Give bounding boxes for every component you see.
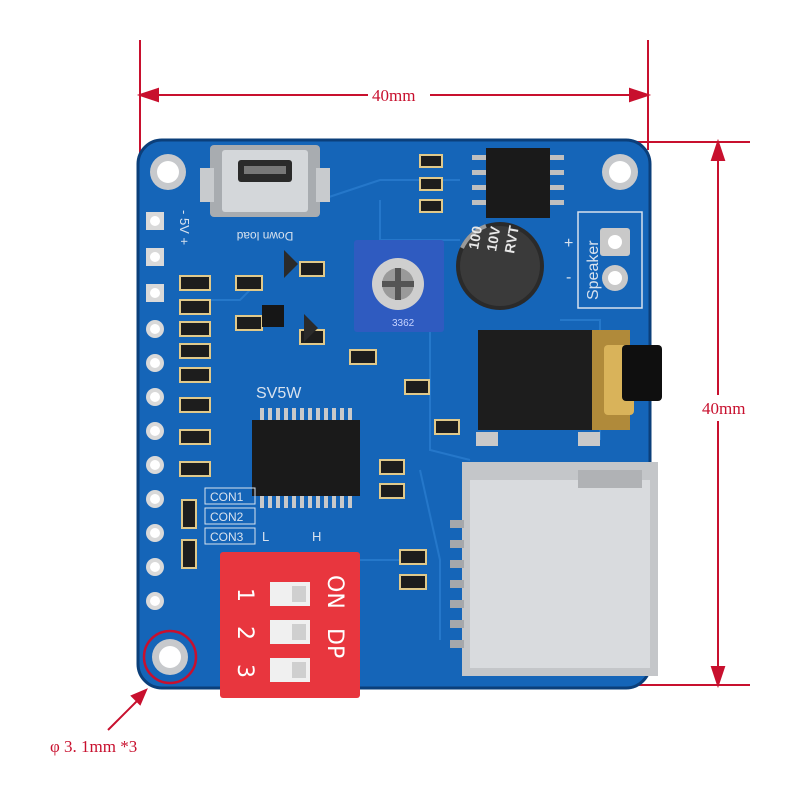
capacitor [456,222,544,310]
main-chip [252,408,360,508]
dip-on-label: ON [322,575,347,609]
transistors [262,250,318,342]
capacitor-label-line3: RVT [501,224,522,255]
dip-dp-label: DP [322,628,347,658]
capacitor-label-line1: 100 [465,225,485,251]
smd-resistors [179,154,460,590]
usb-label: Down load [237,229,294,243]
con2-label: CON2 [210,510,244,524]
height-dimension-label: 40mm [702,399,745,418]
dip-number-1: 1 [232,588,257,602]
speaker-terminal [577,211,643,309]
level-high-label: H [312,529,321,544]
potentiometer [354,240,444,332]
con3-label: CON3 [210,530,244,544]
speaker-minus-label: - [566,269,571,286]
dip-number-3: 3 [232,664,257,678]
hole-callout [107,688,148,731]
con1-label: CON1 [210,490,244,504]
dip-switch [220,552,360,698]
sd-card-slot [450,462,658,676]
speaker-label: Speaker [585,240,602,300]
audio-jack [476,330,662,446]
mounting-hole-top-left [150,154,186,190]
capacitor-label-line2: 10V [483,225,503,253]
con-labels: CON1 CON2 CON3 [204,487,256,545]
dip-number-2: 2 [232,626,257,640]
hole-diameter-label: φ 3. 1mm *3 [50,737,137,756]
usb-connector [200,145,330,217]
level-low-label: L [262,529,269,544]
potentiometer-code: 3362 [392,318,415,329]
power-pins-label: - 5V + [177,210,192,245]
mounting-hole-top-right [602,154,638,190]
amplifier-chip [472,148,564,218]
mounting-hole-bottom-left [142,629,198,685]
speaker-plus-label: + [564,235,573,252]
width-dimension-label: 40mm [372,86,415,105]
pin-header [146,212,164,610]
chip-label: SV5W [256,385,302,402]
